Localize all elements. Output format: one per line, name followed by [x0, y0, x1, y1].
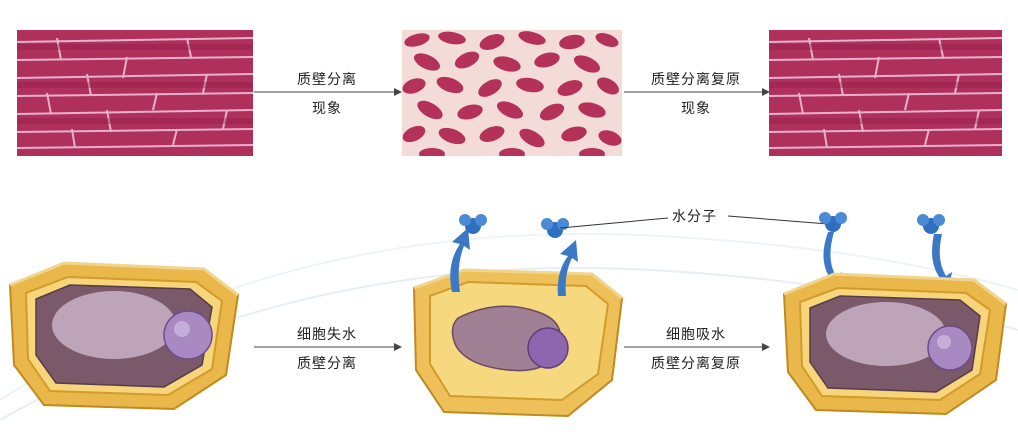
micrograph-normal-cells: [17, 30, 253, 156]
bottom-arrow2-label-line2: 质壁分离复原: [651, 356, 741, 372]
micrograph-plasmolysis: [402, 30, 622, 156]
normal-plant-cell: [8, 261, 240, 411]
water-molecule-icon: [541, 218, 569, 238]
top-arrow2-label-line2: 现象: [681, 101, 711, 117]
top-arrow2-label-line1: 质壁分离复原: [651, 72, 741, 88]
bottom-arrow1-label-line1: 细胞失水: [297, 327, 357, 343]
top-arrow1-label-line1: 质壁分离: [297, 72, 357, 88]
recovered-plant-cell: [782, 272, 1008, 416]
water-arrow-out-left: [450, 228, 470, 292]
water-molecule-icon: [819, 212, 847, 232]
top-arrow2: [624, 88, 770, 96]
water-label-pointer: [560, 215, 829, 229]
plasmolyzed-plant-cell: [412, 268, 624, 418]
bottom-arrow2: [624, 343, 770, 351]
micrograph-recovered-cells: [769, 30, 1002, 156]
bottom-arrow2-label-line1: 细胞吸水: [666, 327, 726, 343]
water-molecule-label: 水分子: [672, 209, 717, 225]
bottom-arrow1-label-line2: 质壁分离: [297, 356, 357, 372]
water-arrow-out-right: [557, 240, 578, 296]
water-molecule-icon: [459, 214, 487, 234]
bottom-arrow1: [254, 343, 402, 351]
top-arrow1: [254, 88, 402, 96]
water-molecule-icon: [917, 214, 945, 234]
top-arrow1-label-line2: 现象: [312, 101, 342, 117]
